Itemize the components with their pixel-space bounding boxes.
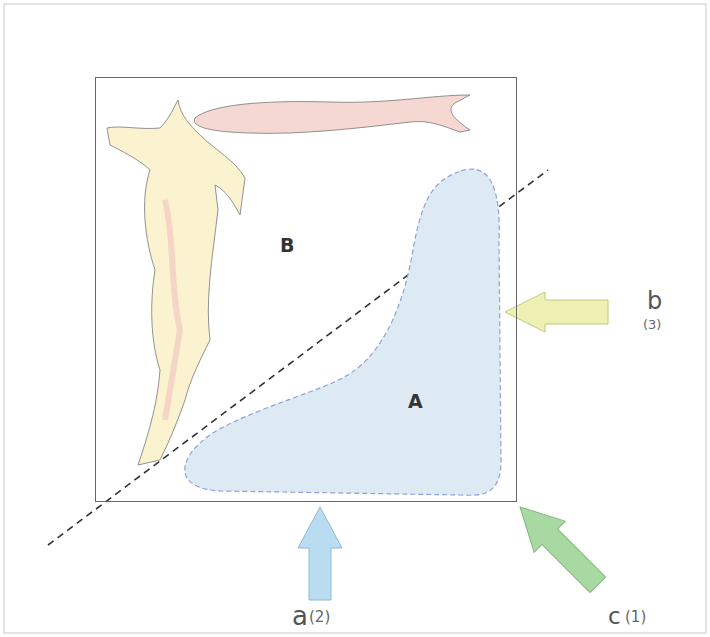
vertical-shape: [107, 100, 245, 465]
shape-shading: [165, 200, 180, 420]
arrow-c: [504, 491, 613, 600]
horizontal-shape: [194, 95, 470, 133]
arrow-letter: c: [608, 605, 621, 628]
callout-number: (3): [643, 318, 661, 331]
region-letter: B: [280, 236, 294, 255]
callout-number: (2): [309, 610, 330, 625]
arrow-letter: a: [292, 603, 308, 629]
arrow-a: [298, 507, 342, 600]
frame-region: BA: [95, 77, 517, 502]
region-a: A: [179, 164, 501, 496]
region-letter: A: [408, 392, 423, 411]
region-outline: [179, 164, 501, 496]
arrow-b: [505, 292, 608, 332]
dividing-line: [48, 170, 548, 545]
region-fill: [185, 169, 501, 495]
arrow-letter: b: [647, 289, 662, 313]
outer-border: [4, 4, 706, 633]
callout-number: (1): [625, 610, 646, 625]
